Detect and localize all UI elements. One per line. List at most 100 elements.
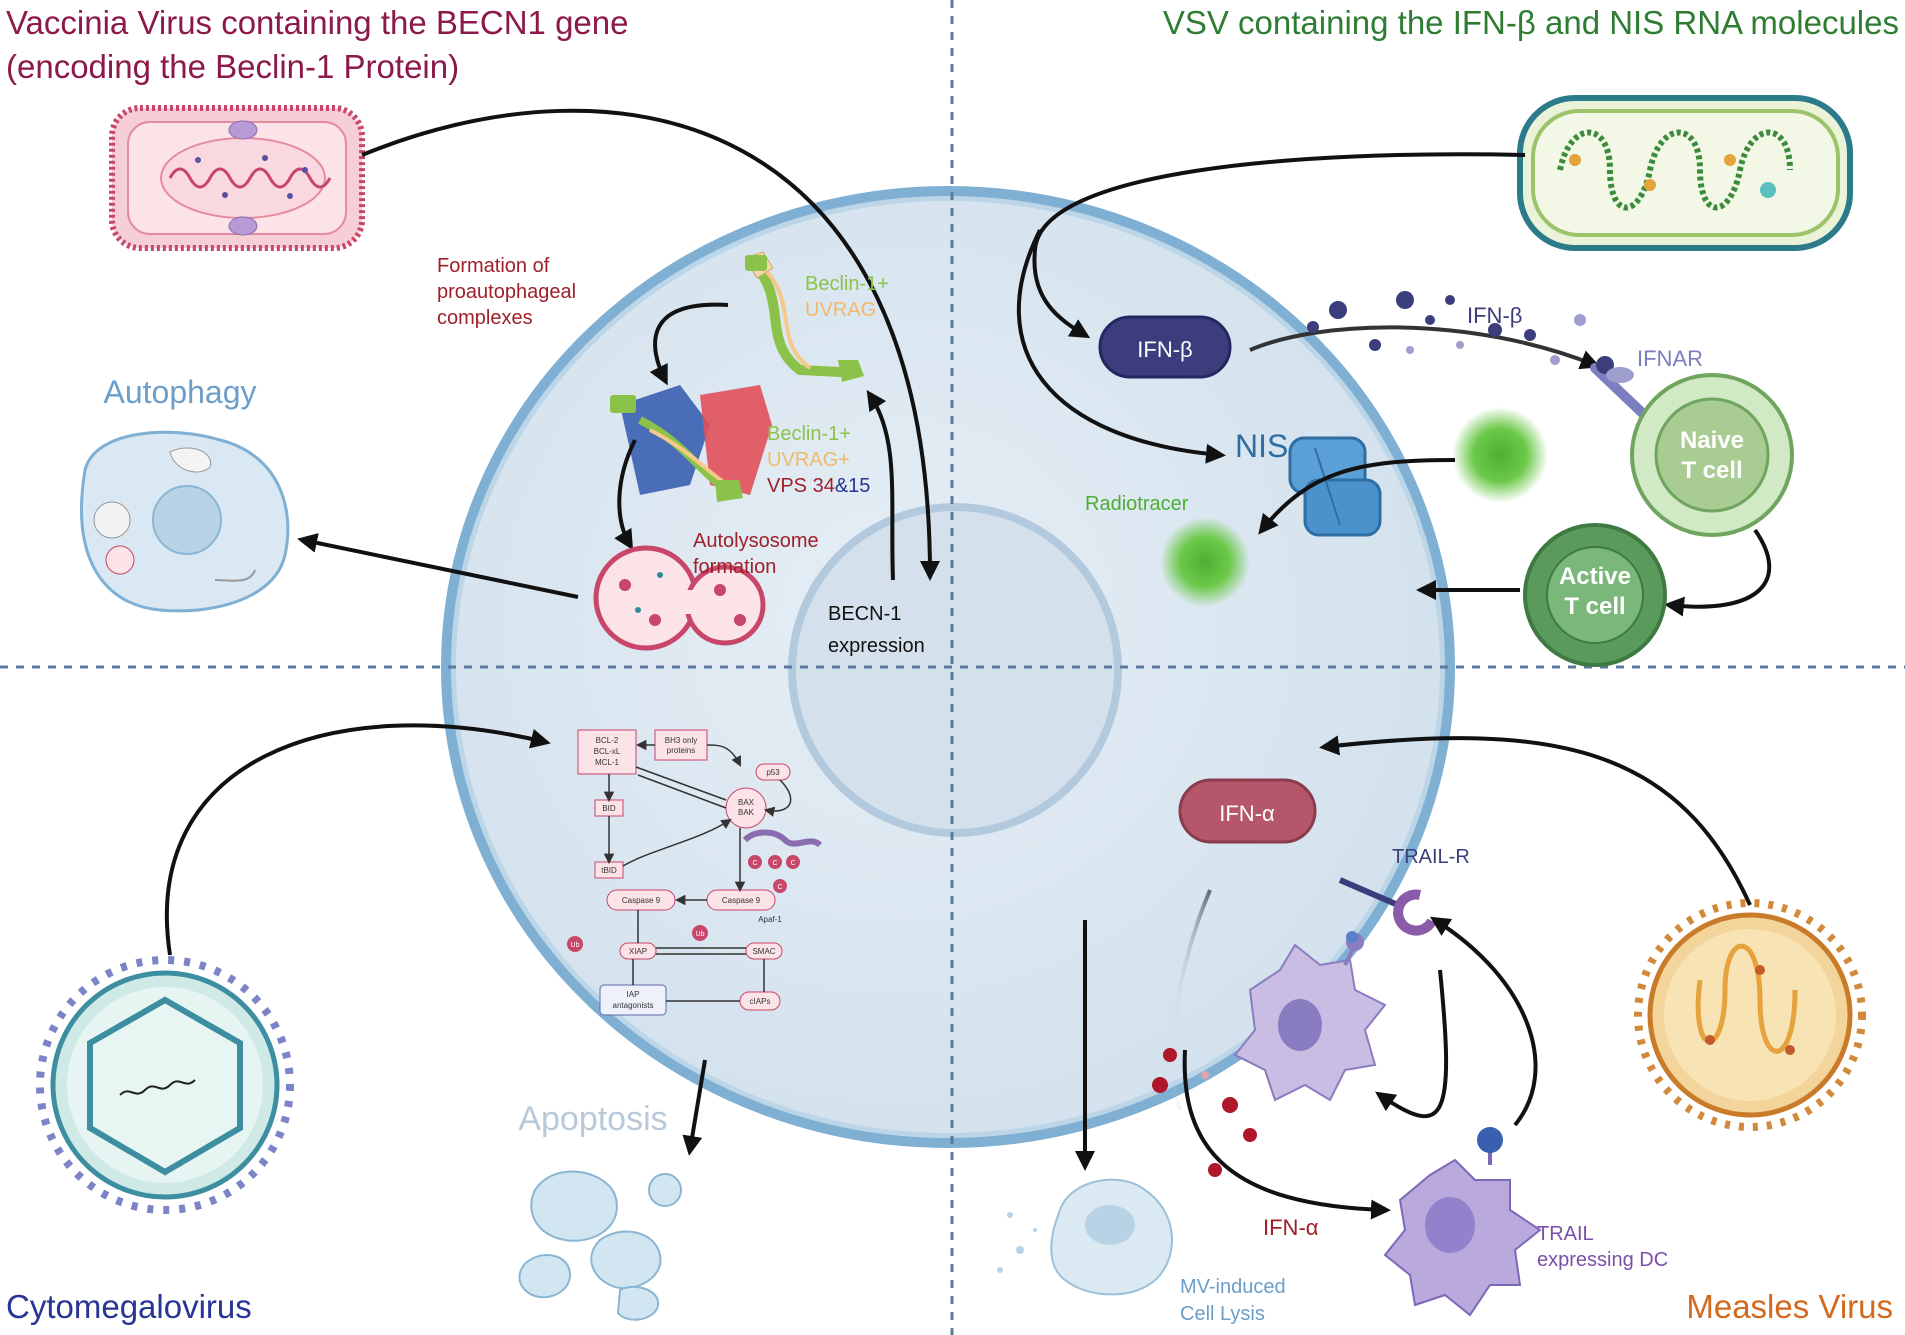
label-beclin-vps-3: VPS 34&15 xyxy=(767,475,870,497)
path-iap-1: IAP xyxy=(627,990,640,999)
ifn-beta-molecules xyxy=(1307,291,1586,365)
path-bcl2-2: BCL-xL xyxy=(594,747,621,756)
arrow-vsv-to-nis xyxy=(1016,229,1226,464)
cmv-virus-icon xyxy=(36,956,294,1214)
title-vsv: VSV containing the IFN-β and NIS RNA mol… xyxy=(1163,4,1899,41)
label-autolysosome-1: Autolysosome xyxy=(693,530,819,552)
label-mv-lysis-1: MV-induced xyxy=(1180,1276,1286,1298)
vsv-virus-icon xyxy=(1517,95,1853,251)
lysed-cell-icon xyxy=(997,1178,1173,1296)
label-radiotracer: Radiotracer xyxy=(1085,493,1189,515)
label-becn1-1: BECN-1 xyxy=(828,603,901,625)
label-naive-2: T cell xyxy=(1681,457,1742,484)
label-active-2: T cell xyxy=(1564,593,1625,620)
label-beclin-uvrag-1: Beclin-1+ xyxy=(805,273,889,295)
arrow-radiotracer-in xyxy=(1258,458,1456,535)
arrow-cmv-to-bcl2 xyxy=(164,723,551,956)
arrow-vaccinia-to-nucleus xyxy=(361,108,940,581)
label-becn1-2: expression xyxy=(828,635,925,657)
arrow-naive-to-active xyxy=(1664,528,1772,617)
path-bax-2: BAK xyxy=(738,808,755,817)
label-trail-r: TRAIL-R xyxy=(1392,846,1470,868)
path-bax-1: BAX xyxy=(738,798,755,807)
path-c-3: C xyxy=(790,860,795,867)
label-autophagy: Autophagy xyxy=(103,374,256,410)
label-ifn-beta-box: IFN-β xyxy=(1137,337,1192,362)
arrow-dc-loop-down xyxy=(1375,969,1449,1119)
arrow-autolysosome-to-autophagy xyxy=(297,533,579,599)
label-ifnar: IFNAR xyxy=(1637,346,1703,371)
label-ifn-alpha-box: IFN-α xyxy=(1219,801,1275,826)
beclin-vps-complex-icon xyxy=(610,385,772,502)
label-nis: NIS xyxy=(1235,428,1288,464)
trail-dc-icon xyxy=(1383,1127,1542,1317)
title-measles: Measles Virus xyxy=(1686,1288,1893,1325)
path-xiap: XIAP xyxy=(629,947,647,956)
label-beclin-uvrag-2: UVRAG xyxy=(805,299,876,321)
radiotracer-glow-2 xyxy=(1160,517,1250,607)
nucleus xyxy=(788,503,1122,837)
path-caspase9-right: Caspase 9 xyxy=(722,896,761,905)
arrow-dc-loop-up xyxy=(1429,916,1538,1127)
arrow-measles-to-ifnalpha xyxy=(1319,735,1752,906)
ifn-beta-box xyxy=(1098,315,1232,379)
path-ub-1: Ub xyxy=(571,942,580,949)
arrow-ifnbeta-to-ifnar xyxy=(1249,325,1601,370)
label-beclin-vps-2: UVRAG+ xyxy=(767,449,850,471)
path-ub-2: Ub xyxy=(696,931,705,938)
label-ifn-alpha: IFN-α xyxy=(1263,1215,1319,1240)
label-active-1: Active xyxy=(1559,563,1631,590)
path-bid: BID xyxy=(602,804,616,813)
measles-virus-icon xyxy=(1634,899,1866,1131)
title-cmv: Cytomegalovirus xyxy=(6,1288,252,1325)
label-beclin-vps-1: Beclin-1+ xyxy=(767,423,851,445)
path-smac: SMAC xyxy=(752,947,775,956)
label-trail-dc-1: TRAIL xyxy=(1537,1223,1594,1245)
active-t-cell xyxy=(1523,523,1667,667)
arrow-pathway-to-apoptosis xyxy=(682,1059,707,1156)
label-formation-2: proautophageal xyxy=(437,281,576,303)
trail-r-receptor-icon xyxy=(1338,877,1437,936)
arrow-ifnalpha-to-dc xyxy=(1182,1049,1391,1220)
radiotracer-glow-1 xyxy=(1452,407,1548,503)
apoptotic-bodies-icon xyxy=(518,1170,682,1321)
autolysosome-icon xyxy=(593,545,766,651)
beclin-uvrag-complex-icon xyxy=(744,251,864,382)
path-bcl2-1: BCL-2 xyxy=(596,736,619,745)
path-bcl2-3: MCL-1 xyxy=(595,758,620,767)
autophagy-cell-icon xyxy=(80,430,290,613)
vaccinia-virus-icon xyxy=(109,105,365,251)
arrow-becn1-to-complex xyxy=(866,390,895,581)
naive-t-cell xyxy=(1630,373,1794,537)
path-iap-2: antagonists xyxy=(613,1001,654,1010)
apoptosis-pathway xyxy=(567,729,823,1016)
path-bh3-2: proteins xyxy=(667,746,695,755)
label-apoptosis: Apoptosis xyxy=(518,1100,667,1138)
ifn-alpha-box xyxy=(1178,778,1317,844)
path-c-1: C xyxy=(752,860,757,867)
ifn-alpha-gradient-path xyxy=(1170,889,1212,1111)
arrow-vps-to-autolysosome xyxy=(614,439,637,551)
label-naive-1: Naive xyxy=(1680,427,1744,454)
arrow-complex-to-vps xyxy=(649,302,729,386)
path-tbid: tBID xyxy=(601,866,617,875)
path-p53: p53 xyxy=(766,768,780,777)
label-mv-lysis-2: Cell Lysis xyxy=(1180,1303,1265,1325)
ifn-alpha-molecules xyxy=(1152,1048,1257,1177)
dendritic-cell-1-icon xyxy=(1233,931,1387,1102)
label-formation-3: complexes xyxy=(437,307,533,329)
label-autolysosome-2: formation xyxy=(693,556,776,578)
label-trail-dc-2: expressing DC xyxy=(1537,1249,1668,1271)
path-ciaps: cIAPs xyxy=(750,997,771,1006)
label-ifn-beta: IFN-β xyxy=(1467,303,1522,328)
path-apaf: Apaf-1 xyxy=(758,915,782,924)
path-c-4: C xyxy=(777,884,782,891)
path-c-2: C xyxy=(772,860,777,867)
path-caspase9-left: Caspase 9 xyxy=(622,896,661,905)
title-vaccinia-line1: Vaccinia Virus containing the BECN1 gene xyxy=(6,4,629,41)
title-vaccinia-line2: (encoding the Beclin-1 Protein) xyxy=(6,48,459,85)
arrow-vsv-to-ifnbeta xyxy=(1032,152,1526,339)
nis-transporter-icon xyxy=(1288,436,1382,537)
path-bh3-1: BH3 only xyxy=(665,736,697,745)
label-formation-1: Formation of xyxy=(437,255,550,277)
